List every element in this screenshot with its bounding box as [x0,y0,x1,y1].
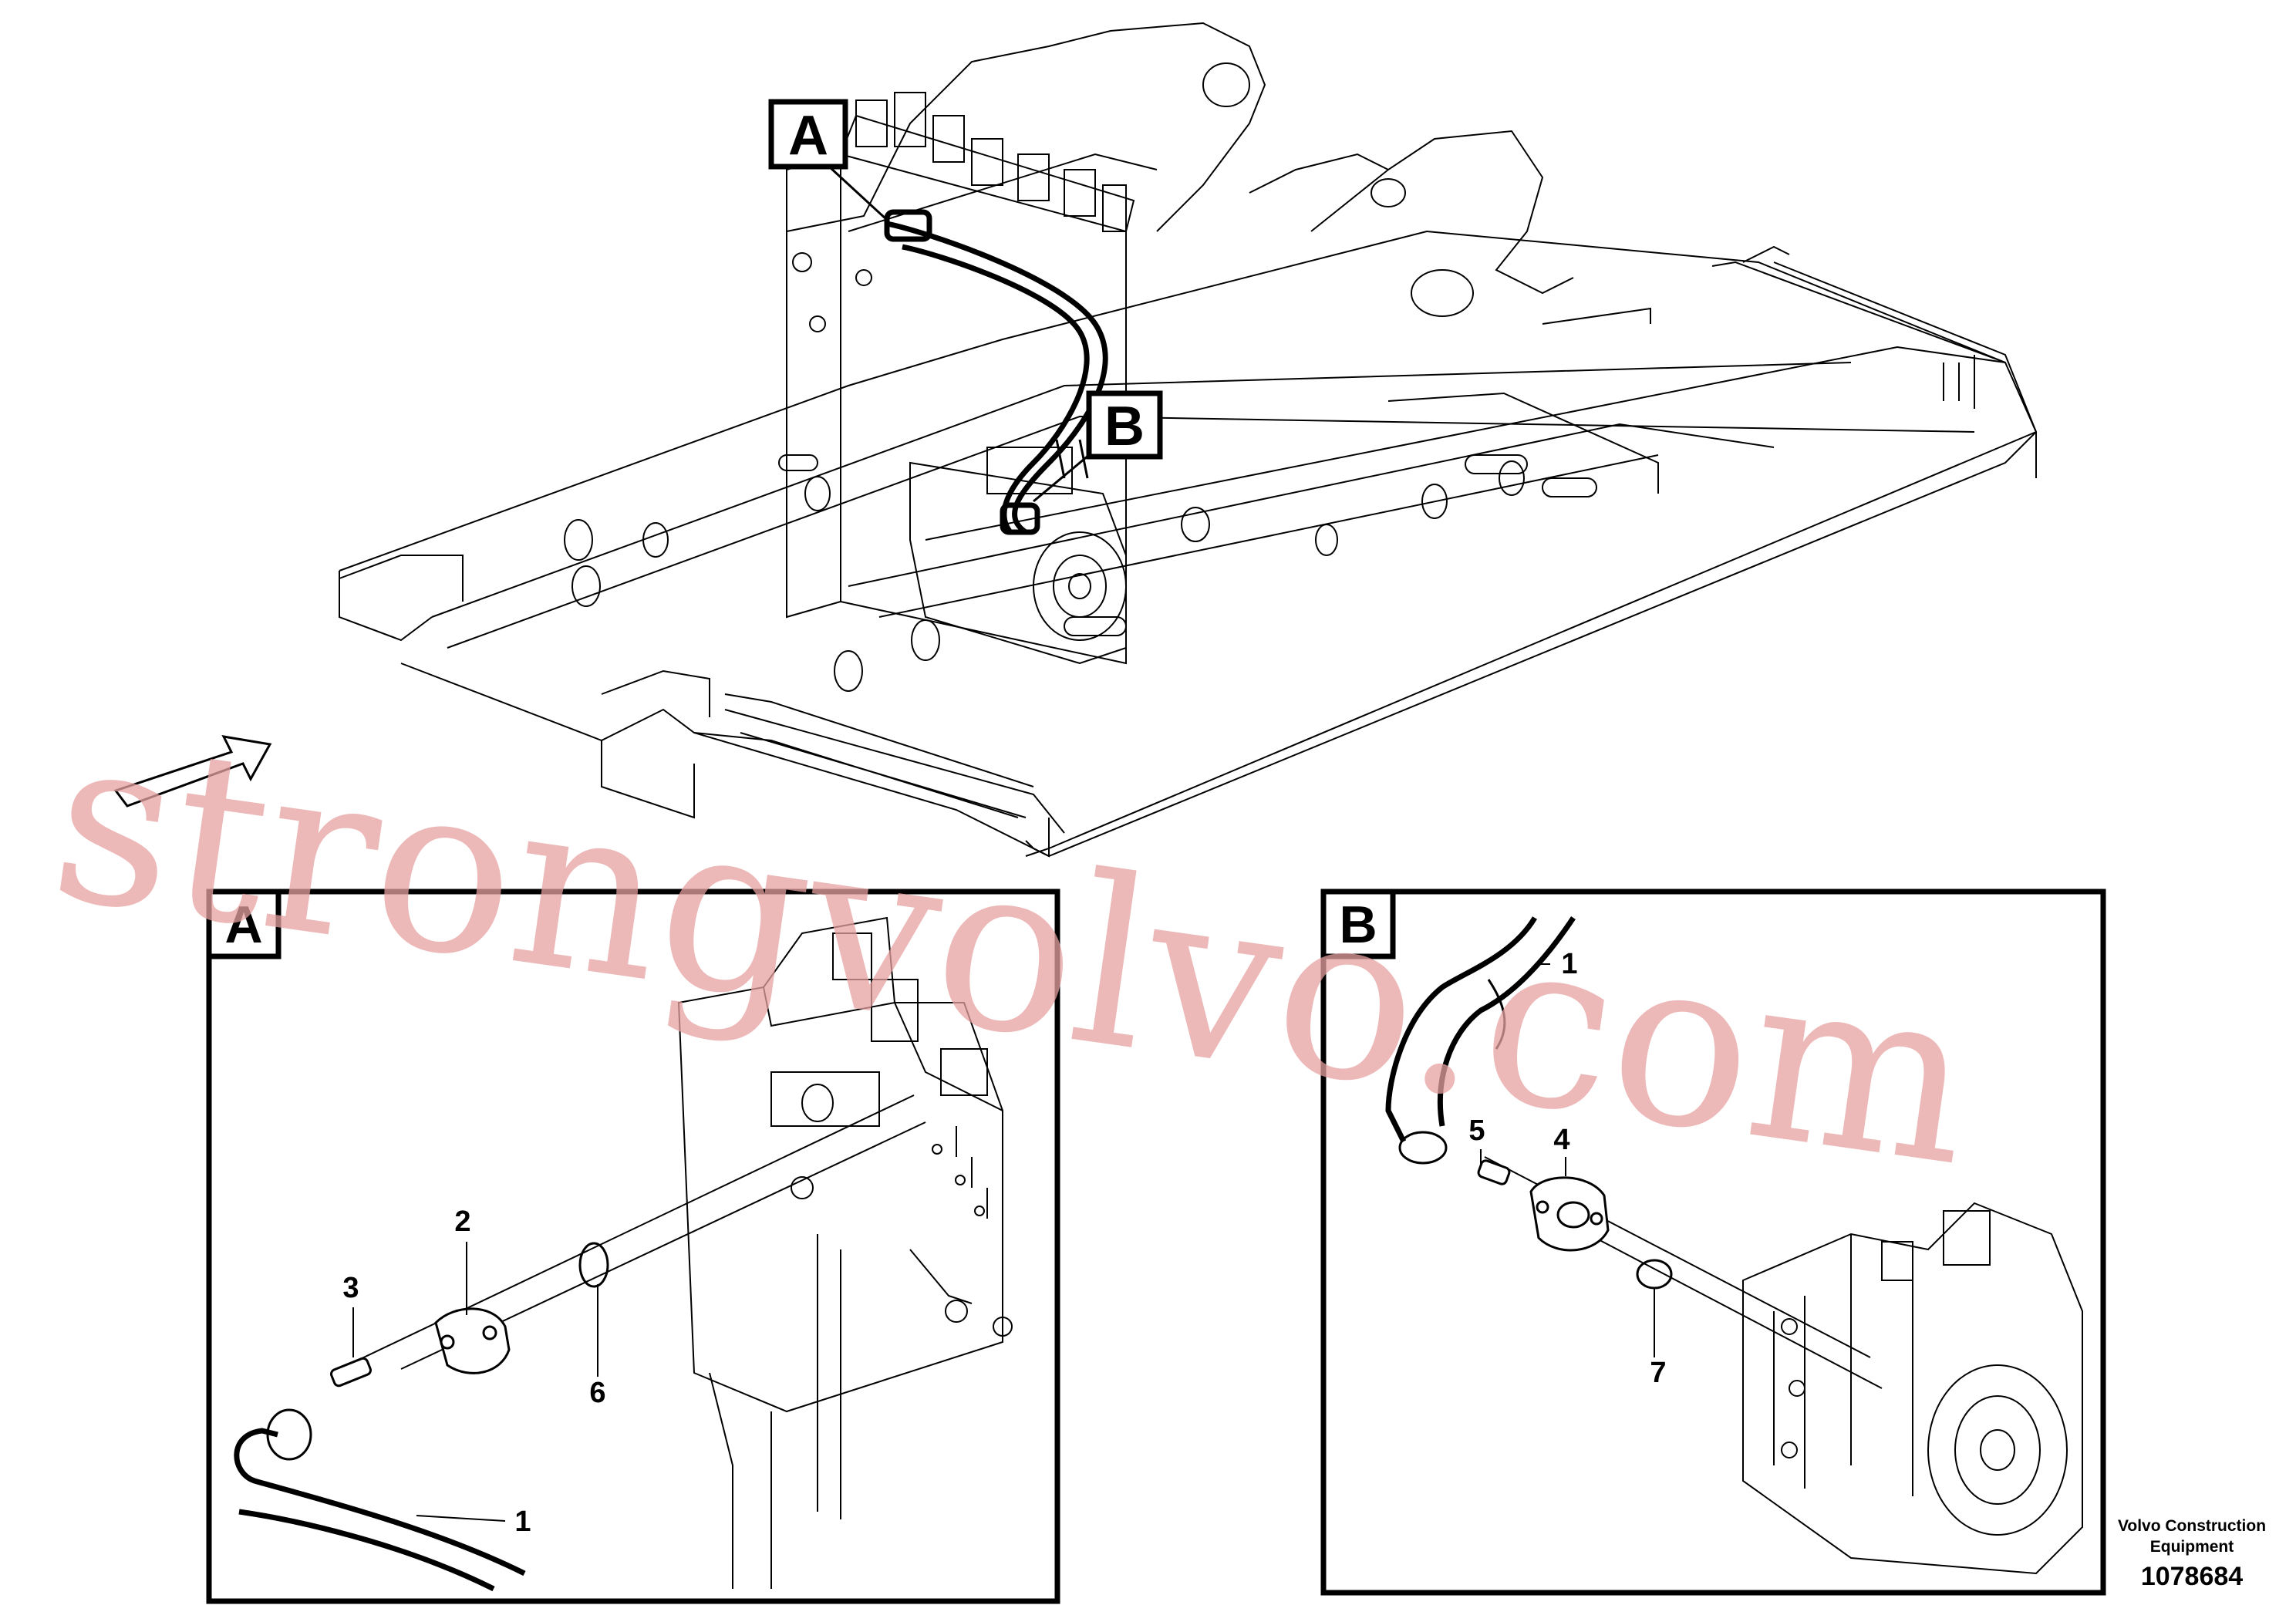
detail-a-panel: A [206,889,1060,1604]
svg-text:1: 1 [1561,948,1577,980]
detail-b-axis-line-2 [1573,1226,1883,1389]
footer: Volvo Construction Equipment 1078684 [2118,1517,2266,1591]
svg-text:5: 5 [1468,1114,1485,1147]
detail-ref-a-label: A [788,105,828,167]
detail-ref-b-leader [1033,454,1090,503]
doc-number: 1078684 [2141,1562,2243,1591]
detail-a-axis-line [339,1094,915,1370]
forward-direction-arrow-icon [113,735,272,808]
split-flange-icon [434,1307,511,1374]
svg-text:2: 2 [454,1206,470,1238]
detail-ref-a-leader [828,165,888,221]
screw-icon-b [1477,1159,1511,1185]
o-ring-icon [578,1242,609,1288]
hydraulic-hose-main [884,209,1108,535]
brand-line-1: Volvo Construction [2118,1517,2266,1535]
detail-ref-a[interactable]: A [768,99,848,170]
detail-a-tag-label: A [224,895,262,954]
svg-text:3: 3 [342,1272,359,1304]
detail-b-pump [1742,1202,2083,1575]
detail-a-callout-6: 6 [589,1284,606,1409]
svg-text:1: 1 [514,1506,531,1538]
detail-b-hose [1385,916,1576,1165]
svg-text:7: 7 [1650,1357,1666,1389]
screw-icon [330,1357,372,1388]
detail-a-tag: A [206,889,282,959]
brand-line-2: Equipment [2150,1538,2234,1556]
undercarriage-frame [339,22,2038,858]
detail-b-tag: B [1320,889,1396,959]
detail-b-callout-5: 5 [1468,1114,1485,1165]
detail-ref-b-label: B [1104,396,1145,457]
detail-a-callout-1: 1 [416,1506,531,1538]
detail-b-callout-4: 4 [1553,1124,1570,1176]
detail-b-tag-label: B [1339,895,1377,954]
detail-a-hose [234,1408,526,1592]
o-ring-icon-b [1636,1259,1673,1290]
watermark: strongvolvo.com [39,683,1988,1218]
detail-a-callout-3: 3 [342,1272,359,1357]
detail-ref-b[interactable]: B [1086,390,1163,460]
detail-b-callout-7: 7 [1650,1288,1667,1389]
detail-b-callout-1: 1 [1535,948,1578,980]
detail-b-panel: B [1320,889,2106,1596]
svg-text:strongvolvo.com: strongvolvo.com [39,683,1988,1218]
main-assembly-view: A B [113,22,2038,858]
split-flange-icon-b [1529,1176,1610,1252]
detail-a-callout-2: 2 [454,1206,471,1315]
svg-text:4: 4 [1553,1124,1569,1156]
svg-text:6: 6 [589,1377,605,1409]
detail-a-valve-block [677,916,1013,1589]
